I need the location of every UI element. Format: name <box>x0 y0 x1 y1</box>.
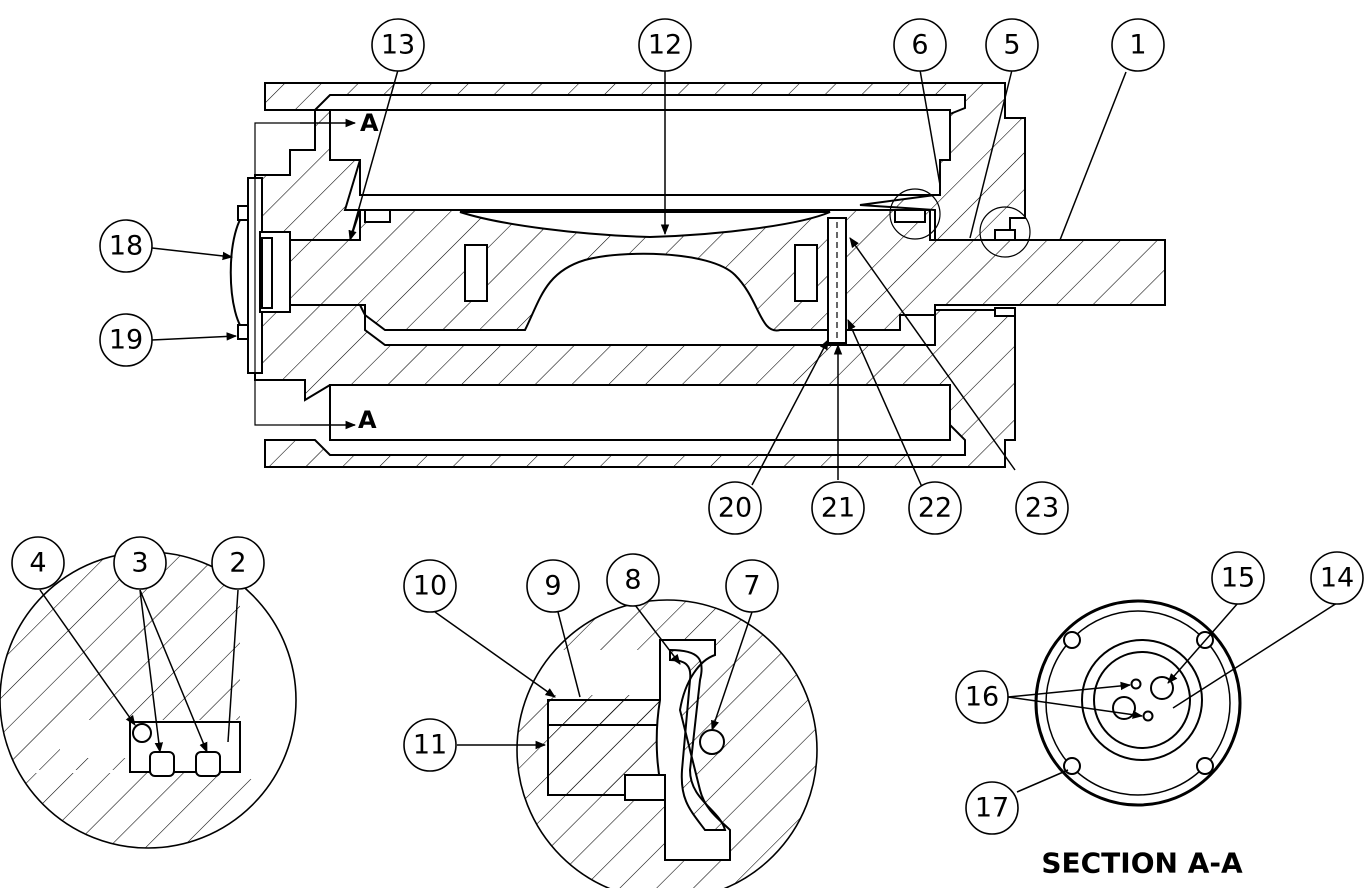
central-rotor <box>289 209 1166 332</box>
seal-right <box>894 209 926 223</box>
balloon-12: 12 <box>638 18 692 72</box>
balloon-15: 15 <box>1211 551 1265 605</box>
dowel-pin <box>827 217 847 344</box>
balloon-9: 9 <box>526 559 580 613</box>
contact-small-1 <box>1130 678 1142 690</box>
section-marker-top: A <box>360 109 379 137</box>
svg-text:4: 4 <box>29 548 46 579</box>
leaders <box>39 69 1338 793</box>
svg-text:2: 2 <box>229 548 246 579</box>
contact-large-2 <box>1112 696 1136 720</box>
balloon-19: 19 <box>99 313 153 367</box>
balloon-20: 20 <box>708 481 762 535</box>
balloon-22: 22 <box>908 481 962 535</box>
svg-text:3: 3 <box>131 548 148 579</box>
balloon-18: 18 <box>99 219 153 273</box>
balloon-14: 14 <box>1310 551 1364 605</box>
svg-text:22: 22 <box>918 493 952 524</box>
balloon-3: 3 <box>113 536 167 590</box>
balloon-11: 11 <box>403 718 457 772</box>
balloon-4: 4 <box>11 536 65 590</box>
svg-text:17: 17 <box>975 793 1009 824</box>
housing-body <box>264 82 1026 241</box>
balloon-10: 10 <box>403 559 457 613</box>
svg-text:16: 16 <box>965 682 999 713</box>
connector-pin <box>261 237 273 309</box>
screw-bottom <box>237 324 249 340</box>
shaft-right-pocket <box>794 244 818 302</box>
connector-face-inner <box>1093 651 1191 749</box>
balloon-17: 17 <box>965 781 1019 835</box>
bolt-hole-tl <box>1063 631 1081 649</box>
svg-text:11: 11 <box>413 730 447 761</box>
svg-text:14: 14 <box>1320 563 1354 594</box>
shaft-left-pocket <box>464 244 488 302</box>
bolt-hole-bl <box>1063 757 1081 775</box>
svg-text:9: 9 <box>544 571 561 602</box>
svg-text:19: 19 <box>109 325 143 356</box>
balloon-1: 1 <box>1111 18 1165 72</box>
svg-text:1: 1 <box>1129 30 1146 61</box>
balloon-8: 8 <box>606 553 660 607</box>
contact-small-2 <box>1142 710 1154 722</box>
balloon-13: 13 <box>371 18 425 72</box>
connector-dome <box>229 208 249 337</box>
svg-text:23: 23 <box>1025 493 1059 524</box>
section-marker-bottom: A <box>358 406 377 434</box>
main-section-view: A A <box>229 82 1166 468</box>
section-title: SECTION A-A <box>1041 847 1243 880</box>
balloon-6: 6 <box>893 18 947 72</box>
svg-text:5: 5 <box>1003 30 1020 61</box>
section-line <box>254 122 300 426</box>
section-aa-view: SECTION A-A <box>1034 599 1243 880</box>
upper-cavity <box>329 109 951 196</box>
balloon-23: 23 <box>1015 481 1069 535</box>
balloon-2: 2 <box>211 536 265 590</box>
svg-text:10: 10 <box>413 571 447 602</box>
svg-text:12: 12 <box>648 30 682 61</box>
balloon-21: 21 <box>811 481 865 535</box>
seal-left <box>364 209 391 223</box>
detail-circle-a <box>889 188 941 240</box>
svg-text:21: 21 <box>821 493 855 524</box>
svg-text:18: 18 <box>109 231 143 262</box>
seal-shaft-lower <box>994 307 1016 317</box>
svg-text:7: 7 <box>743 571 760 602</box>
detail-circle-b <box>979 206 1031 258</box>
svg-text:15: 15 <box>1221 563 1255 594</box>
detail-view-seals <box>0 551 297 849</box>
svg-text:6: 6 <box>911 30 928 61</box>
balloon-7: 7 <box>725 559 779 613</box>
svg-text:8: 8 <box>624 565 641 596</box>
seal-shaft <box>994 229 1016 241</box>
lower-cavity <box>329 384 951 441</box>
detail-view-bearing <box>516 599 818 888</box>
central-groove <box>459 211 831 239</box>
balloon-16: 16 <box>955 670 1009 724</box>
bolt-hole-br <box>1196 757 1214 775</box>
balloon-5: 5 <box>985 18 1039 72</box>
svg-text:13: 13 <box>381 30 415 61</box>
svg-text:20: 20 <box>718 493 752 524</box>
screw-top <box>237 205 249 221</box>
